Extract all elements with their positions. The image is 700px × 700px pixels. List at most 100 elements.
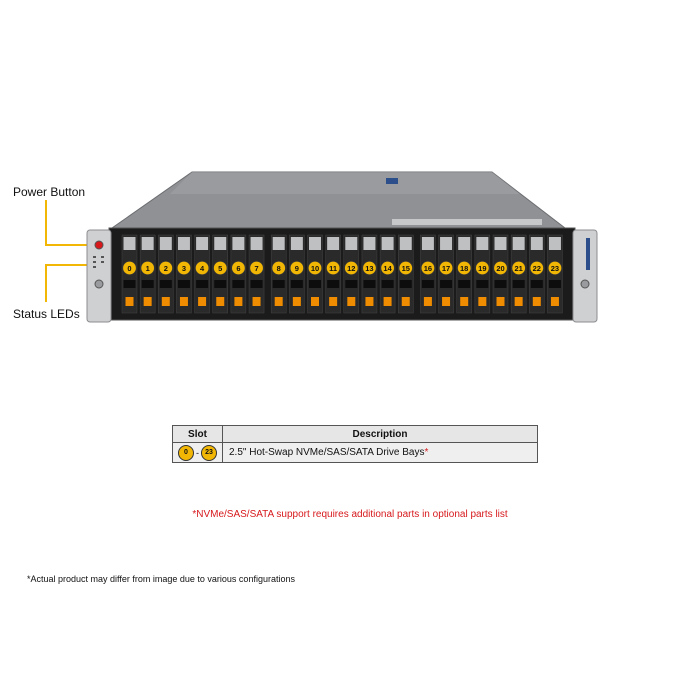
slot-number-label: 13 [365, 264, 373, 273]
chassis-top-shade [170, 172, 520, 194]
drive-latch [274, 297, 283, 306]
slot-number-label: 16 [424, 264, 432, 273]
status-led-4 [101, 256, 104, 258]
drive-latch [550, 297, 559, 306]
drive-tray-handle [440, 237, 453, 250]
status-led-2 [93, 261, 96, 263]
slot-number-badge [249, 260, 264, 276]
slot-number-label: 10 [311, 264, 319, 273]
slot-range-cell: 0-23 [172, 442, 223, 463]
drive-bay: 16 [420, 234, 436, 314]
support-note: *NVMe/SAS/SATA support requires addition… [192, 509, 508, 520]
slot-number-label: 20 [496, 264, 504, 273]
right-rack-ear [572, 229, 598, 323]
drive-bay: 6 [230, 234, 247, 314]
slot-number-label: 12 [347, 264, 355, 273]
slot-number-badge [289, 260, 305, 276]
right-ear-screw-icon [580, 279, 590, 289]
slot-number-badge [380, 260, 395, 276]
slot-number-label: 4 [200, 264, 205, 273]
drive-bay: 20 [492, 234, 509, 314]
slot-number-label: 6 [236, 264, 240, 273]
drive-latch [514, 297, 523, 306]
drive-tray-handle [512, 237, 525, 250]
slot-number-badge [529, 260, 545, 276]
drive-bay: 15 [398, 234, 414, 314]
slot-number-badge [493, 260, 508, 276]
disclaimer-note: *Actual product may differ from image du… [27, 574, 295, 584]
drive-tray-handle [399, 237, 412, 250]
drive-latch [496, 297, 505, 306]
drive-latch [216, 297, 225, 306]
drive-bay: 21 [510, 234, 527, 314]
brand-logo [586, 238, 590, 270]
slot-number-label: 15 [402, 264, 410, 273]
drive-latch [311, 297, 319, 306]
slot-number-badge [194, 260, 210, 276]
drive-tray-handle [494, 237, 507, 250]
slot-number-badge [511, 260, 526, 276]
drive-bay: 7 [248, 234, 265, 314]
drive-bay: 3 [176, 234, 192, 314]
slot-number-badge [231, 260, 246, 276]
slot-description-table: Slot Description 0-23 2.5" Hot-Swap NVMe… [172, 425, 538, 463]
status-leds-label: Status LEDs [13, 307, 80, 321]
slot-number-badge [213, 260, 228, 276]
slot-number-label: 17 [442, 264, 450, 273]
slot-number-badge [362, 260, 377, 276]
drive-tray-handle [177, 237, 190, 250]
drive-latch [252, 297, 261, 306]
left-rack-ear [86, 229, 112, 323]
description-asterisk: * [424, 447, 429, 458]
drive-bay: 9 [289, 234, 305, 314]
drive-latch [365, 297, 374, 306]
slot-number-badge [176, 260, 192, 276]
drive-tray-handle [530, 237, 543, 250]
chassis-sticker [392, 219, 542, 225]
drive-latch [347, 297, 356, 306]
status-led-3 [93, 266, 96, 268]
table-header-row: Slot Description [172, 425, 538, 443]
slot-number-badge [438, 260, 454, 276]
slot-number-label: 8 [277, 264, 281, 273]
drive-latch [179, 297, 188, 306]
slot-number-label: 18 [460, 264, 468, 273]
status-leds-callout-line [45, 264, 92, 302]
drive-latch [234, 297, 243, 306]
slot-number-badge [140, 260, 155, 276]
drive-tray-handle [476, 237, 489, 250]
drive-tray-handle [290, 237, 303, 250]
slot-number-badge [420, 260, 436, 276]
description-text: 2.5" Hot-Swap NVMe/SAS/SATA Drive Bays [229, 447, 425, 458]
drive-latch [460, 297, 469, 306]
description-header: Description [222, 425, 538, 443]
slot-badge-start: 0 [178, 444, 194, 461]
slot-number-badge [547, 260, 563, 276]
drive-bay: 8 [270, 234, 287, 314]
slot-header: Slot [172, 425, 223, 443]
drive-bay: 23 [547, 234, 563, 314]
slot-number-label: 2 [164, 264, 168, 273]
slot-number-label: 5 [218, 264, 222, 273]
slot-badge-end: 23 [201, 444, 217, 461]
drive-latch [401, 297, 410, 306]
drive-bay: 13 [361, 234, 378, 314]
slot-number-label: 21 [514, 264, 522, 273]
drive-bay: 19 [474, 234, 491, 314]
slot-number-badge [325, 260, 341, 276]
drive-bay: 1 [139, 234, 156, 314]
drive-tray-handle [363, 237, 376, 250]
drive-bay: 14 [379, 234, 396, 314]
drive-tray-handle [159, 237, 172, 250]
drive-latch [143, 297, 152, 306]
drive-latch [532, 297, 541, 306]
drive-bay: 18 [456, 234, 472, 314]
drive-tray-handle [250, 237, 263, 250]
drive-bay: 12 [343, 234, 360, 314]
drive-tray-handle [141, 237, 154, 250]
slot-number-label: 7 [254, 264, 258, 273]
drive-tray-handle [196, 237, 209, 250]
power-button-callout-line [45, 200, 92, 246]
slot-number-badge [457, 260, 472, 276]
